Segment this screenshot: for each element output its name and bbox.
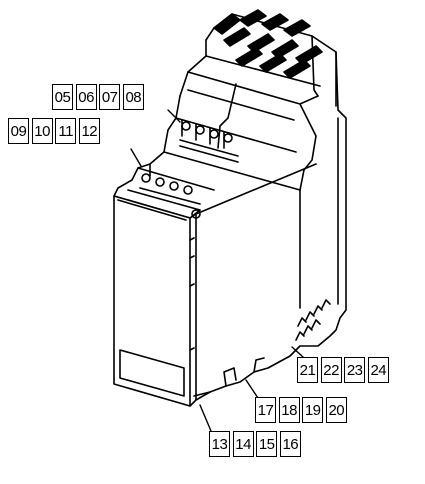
side-body: [195, 163, 317, 401]
terminal-label: 20: [325, 397, 347, 423]
terminal-group-middle: 17 18 19 20: [255, 397, 347, 423]
terminal-label: 19: [302, 397, 324, 423]
terminal-label: 16: [279, 431, 301, 457]
rear-housing: [193, 13, 347, 397]
terminal-label: 15: [256, 431, 278, 457]
terminal-label: 21: [297, 357, 318, 383]
terminal-label: 10: [31, 118, 53, 144]
upper-terminal-block: [179, 9, 323, 105]
terminal-label: 18: [278, 397, 300, 423]
leader-lines: [130, 109, 304, 432]
terminal-label: 12: [78, 118, 100, 144]
front-faceplate: [113, 195, 201, 407]
middle-housing: [163, 83, 317, 191]
terminal-label: 24: [367, 357, 389, 383]
terminal-label: 05: [52, 84, 73, 110]
terminal-label: 11: [55, 118, 77, 144]
terminal-group-right: 21 22 23 24: [297, 357, 389, 383]
terminal-group-left: 09 10 11 12: [8, 118, 100, 144]
terminal-label: 13: [209, 431, 230, 457]
front-step: [113, 151, 215, 219]
terminal-label: 17: [255, 397, 276, 423]
terminal-label: 14: [232, 431, 254, 457]
terminal-label: 07: [99, 84, 121, 110]
terminal-label: 09: [8, 118, 29, 144]
terminal-group-top: 05 06 07 08: [52, 84, 144, 110]
terminal-label: 08: [122, 84, 144, 110]
terminal-group-bottom: 13 14 15 16: [209, 431, 301, 457]
terminal-label: 06: [75, 84, 97, 110]
terminal-label: 22: [320, 357, 342, 383]
terminal-label: 23: [344, 357, 366, 383]
